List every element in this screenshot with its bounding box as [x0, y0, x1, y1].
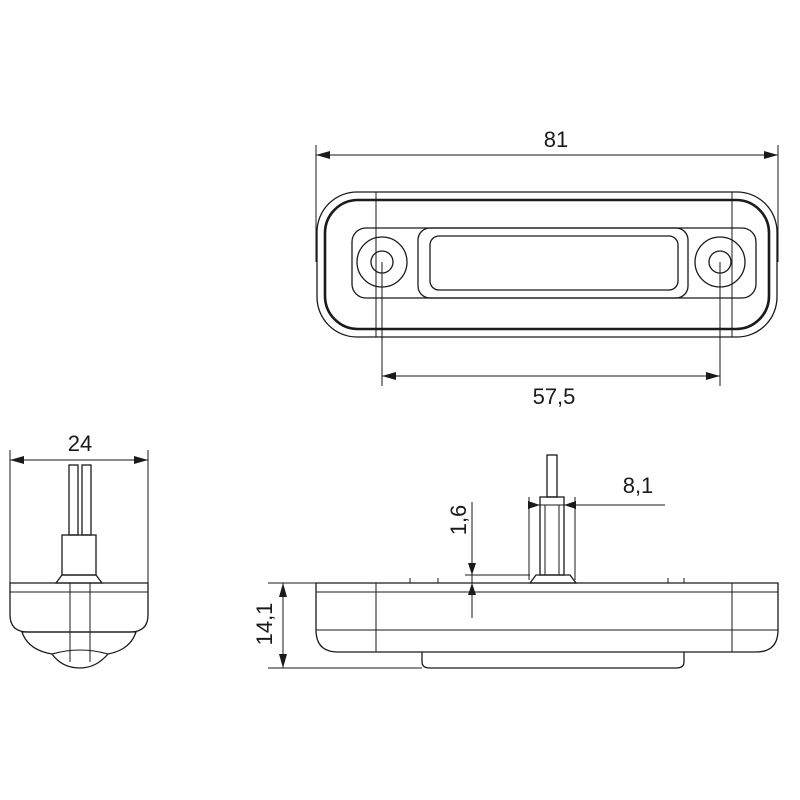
dim-14-1-label: 14,1: [252, 603, 277, 646]
dim-57-5-arrow-right: [706, 372, 720, 380]
dim-8-1-arrow-left: [528, 501, 540, 509]
dim-57-5-arrow-left: [382, 372, 396, 380]
dim-1-6-label: 1,6: [446, 505, 471, 536]
housing-inner-outline: [323, 198, 771, 331]
wire-left: [68, 464, 79, 536]
housing-outer-outline: [316, 191, 778, 338]
cable-gland: [61, 534, 97, 576]
front-cable: [546, 454, 558, 498]
dim-1-6-arrow-top: [468, 563, 476, 575]
dim-81-arrow-left: [316, 151, 330, 159]
gland-base: [54, 574, 104, 584]
dim-81-label: 81: [544, 127, 568, 152]
top-view: 81 57,5: [315, 127, 779, 409]
end-lens-dome: [51, 649, 109, 655]
dim-81-arrow-right: [764, 151, 778, 159]
end-body: [9, 582, 149, 633]
dim-8-1-arrow-right: [564, 501, 576, 509]
wire-right: [81, 464, 92, 536]
end-view: 24: [9, 431, 149, 669]
dim-14-1-arrow-bottom: [279, 654, 287, 668]
dim-57-5-label: 57,5: [533, 384, 576, 409]
dim-24-arrow-right: [134, 456, 148, 464]
lens-inner: [429, 235, 679, 291]
front-gland-base: [528, 574, 578, 584]
dim-24-arrow-left: [10, 456, 24, 464]
front-view: 8,1 1,6 14,1: [252, 454, 779, 669]
dim-1-6-arrow-bottom: [468, 583, 476, 595]
dim-24-label: 24: [68, 431, 92, 456]
dim-14-1-arrow-top: [279, 583, 287, 597]
lens-window: [417, 227, 689, 299]
front-body: [315, 582, 779, 653]
end-lens: [21, 631, 137, 669]
front-cable-gland: [539, 496, 565, 576]
dim-8-1-label: 8,1: [623, 473, 654, 498]
front-lens: [421, 652, 685, 669]
